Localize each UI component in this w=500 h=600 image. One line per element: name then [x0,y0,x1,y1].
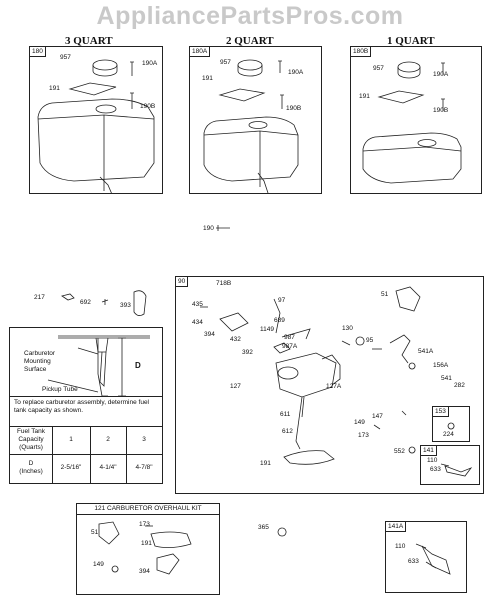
part-191-label: 191 [260,460,271,467]
tank-1q-drawing [362,61,462,184]
part-110-label: 110 [395,543,406,550]
carburetor-drawing [200,286,421,465]
part-987a-label: 987A [282,343,298,350]
part-217-label: 217 [34,294,45,301]
part-692-label: 692 [80,299,91,306]
fuel-table-header-3: 3 [142,436,146,443]
part-190a-label: 190A [433,71,449,78]
part-365-label: 365 [258,524,269,531]
fuel-capacity-panel: D Carburetor Mounting Surface Pickup Tub… [9,327,163,484]
pickup-tube-label: Pickup Tube [42,386,78,393]
part-149-label: 149 [354,419,365,426]
part-957-label: 957 [220,59,231,66]
carburetor-panel: 90 718B 97 51 435 434 394 432 [175,276,484,494]
part-394-label: 394 [139,568,150,575]
part-432-label: 432 [230,336,241,343]
part-434-label: 434 [192,319,203,326]
part-987-label: 987 [284,334,295,341]
part-393-label: 393 [120,302,131,309]
part-191-label: 191 [141,540,152,547]
part-541a-label: 541A [418,348,434,355]
fuel-table-value-2: 4-1/4" [99,464,117,471]
tank-2q-title: 2 QUART [226,35,274,47]
part-541-label: 541 [441,375,452,382]
part-190b-label: 190B [140,103,156,110]
dimension-d-label: D [135,361,141,370]
overhaul-kit-panel: 121 CARBURETOR OVERHAUL KIT 51 173 191 1… [76,503,220,595]
fuel-table-row-label: D (Inches) [19,460,43,475]
part-141-ref: 141 [420,445,437,456]
part-153-ref: 153 [432,406,449,417]
tank-1q-title: 1 QUART [387,35,435,47]
part-190b-label: 190B [433,107,449,114]
part-633-label: 633 [408,558,419,565]
part-51-label: 51 [381,291,389,298]
fuel-table-header-label: Fuel Tank Capacity (Quarts) [16,428,46,451]
part-147-label: 147 [372,413,383,420]
part-110-label: 110 [427,457,438,464]
part-957-label: 957 [373,65,384,72]
tank-3q-title: 3 QUART [65,35,113,47]
part-224-label: 224 [443,431,454,438]
part-127-label: 127 [230,383,241,390]
part-149-label: 149 [93,561,104,568]
carburetor-surface-label: Carburetor Mounting Surface [24,350,56,373]
carburetor-ref: 90 [175,276,189,287]
part-394-label: 394 [204,331,215,338]
fuel-table-header-2: 2 [106,436,110,443]
part-191-label: 191 [49,85,60,92]
lever-141a-drawing [415,543,451,575]
part-156a-label: 156A [433,362,449,369]
part-130-label: 130 [342,325,353,332]
tank-3q-ref: 180 [29,46,46,57]
part-191-label: 191 [359,93,370,100]
part-190-label: 190 [203,225,214,232]
fuel-table-note: To replace carburetor assembly, determin… [14,399,149,414]
part-1149-label: 1149 [260,326,274,333]
part-190a-label: 190A [142,60,158,67]
part-173-label: 173 [139,521,150,528]
tank-1q-ref: 180B [350,46,372,57]
part-51-label: 51 [91,529,99,536]
part-153-box: 153 224 [432,406,470,442]
part-190a-label: 190A [288,69,304,76]
part-97-label: 97 [278,297,286,304]
part-141-box: 141 110 633 [420,445,480,485]
part-957-label: 957 [60,54,71,61]
fuel-table-header-1: 1 [69,436,73,443]
fuel-table-value-1: 2-5/16" [60,464,82,471]
part-435-label: 435 [192,301,203,308]
tank-2q-drawing [203,59,299,193]
part-190b-label: 190B [286,105,302,112]
part-191-label: 191 [202,75,213,82]
tank-3q-panel: 180 957 190A 191 190B [29,46,163,194]
part-689-label: 689 [274,317,285,324]
lever-141a-ref: 141A [385,521,407,532]
part-633-label: 633 [430,466,441,473]
part-611-label: 611 [280,411,291,418]
tank-1q-panel: 180B 957 190A 191 190B [350,46,482,194]
part-173-label: 173 [358,432,369,439]
part-612-label: 612 [282,428,293,435]
overhaul-kit-title: 121 CARBURETOR OVERHAUL KIT [77,505,219,515]
part-95-label: 95 [366,337,374,344]
part-127a-label: 127A [326,383,342,390]
part-718b-label: 718B [216,280,232,287]
part-552-label: 552 [394,448,405,455]
part-392-label: 392 [242,349,253,356]
part-282-label: 282 [454,382,465,389]
tank-3q-drawing [37,59,155,193]
lever-141a-panel: 141A 110 633 [385,521,467,593]
watermark: AppliancePartsPros.com [96,2,404,30]
overhaul-kit-drawing [98,521,192,575]
tank-2q-ref: 180A [189,46,211,57]
tank-2q-panel: 180A 957 190A 191 190B [189,46,322,194]
fuel-table-value-3: 4-7/8" [135,464,153,471]
